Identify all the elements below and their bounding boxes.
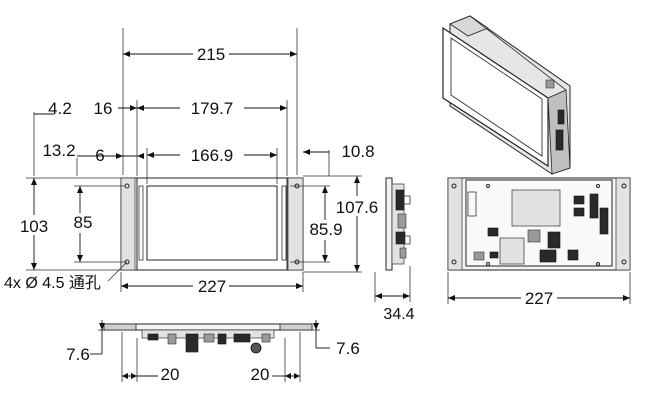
rear-left-bracket: [447, 177, 463, 271]
dim-227-back: 227: [447, 272, 631, 308]
label-85: 85: [74, 213, 93, 232]
dim-103: 103: [14, 177, 121, 271]
label-166-9: 166.9: [191, 146, 234, 165]
holes-note-text: 4x Ø 4.5 通孔: [4, 274, 101, 292]
front-view: [120, 177, 304, 271]
dim-227-front: 227: [120, 272, 304, 296]
dim-16: 16: [94, 99, 137, 118]
dim-215: 215: [122, 28, 298, 175]
dim-4-2: 4.2: [33, 99, 72, 176]
holes-note: 4x Ø 4.5 通孔: [4, 261, 128, 292]
dim-20-left: 20: [121, 332, 180, 384]
dim-7-6-right: 7.6: [312, 320, 360, 358]
iso-bracket-top: [449, 15, 489, 37]
dim-85: 85: [68, 185, 125, 263]
label-7-6-right: 7.6: [336, 339, 360, 358]
iso-screen: [450, 37, 543, 157]
dim-13-2-and-6: 13.2 6: [42, 141, 144, 176]
left-slot: [138, 185, 144, 261]
label-7-6-left: 7.6: [66, 345, 90, 364]
label-107-6: 107.6: [336, 198, 379, 217]
label-227-back: 227: [525, 289, 553, 308]
label-20-right: 20: [251, 365, 270, 384]
label-34-4: 34.4: [383, 306, 414, 323]
dim-179-7: 179.7: [136, 97, 288, 176]
label-4-2: 4.2: [48, 99, 72, 118]
label-179-7: 179.7: [191, 99, 234, 118]
dim-10-8: 10.8: [303, 142, 375, 176]
rear-view: [447, 177, 631, 271]
dim-107-6: 107.6: [303, 175, 380, 273]
label-103: 103: [20, 217, 48, 236]
right-slot: [281, 185, 287, 261]
dim-34-4: 34.4: [374, 266, 415, 323]
label-215: 215: [197, 45, 225, 64]
label-227-front: 227: [198, 277, 226, 296]
isometric-view: [442, 15, 571, 175]
display-active-area: [146, 185, 278, 261]
rear-right-bracket: [615, 177, 631, 271]
bottom-view: [103, 323, 313, 354]
label-6: 6: [95, 146, 104, 165]
label-16: 16: [94, 99, 113, 118]
side-front-plate: [385, 177, 393, 271]
front-left-bracket: [120, 177, 136, 271]
label-13-2: 13.2: [42, 141, 75, 160]
side-view: [385, 177, 411, 271]
label-20-left: 20: [161, 365, 180, 384]
dim-7-6-left: 7.6: [66, 320, 105, 364]
front-right-bracket: [287, 177, 304, 271]
label-10-8: 10.8: [341, 142, 374, 161]
rear-chip-area: [511, 189, 561, 227]
dim-166-9: 166.9: [146, 144, 278, 184]
label-85-9: 85.9: [309, 220, 342, 239]
dim-20-right: 20: [251, 332, 301, 384]
dim-85-9: 85.9: [290, 185, 347, 263]
